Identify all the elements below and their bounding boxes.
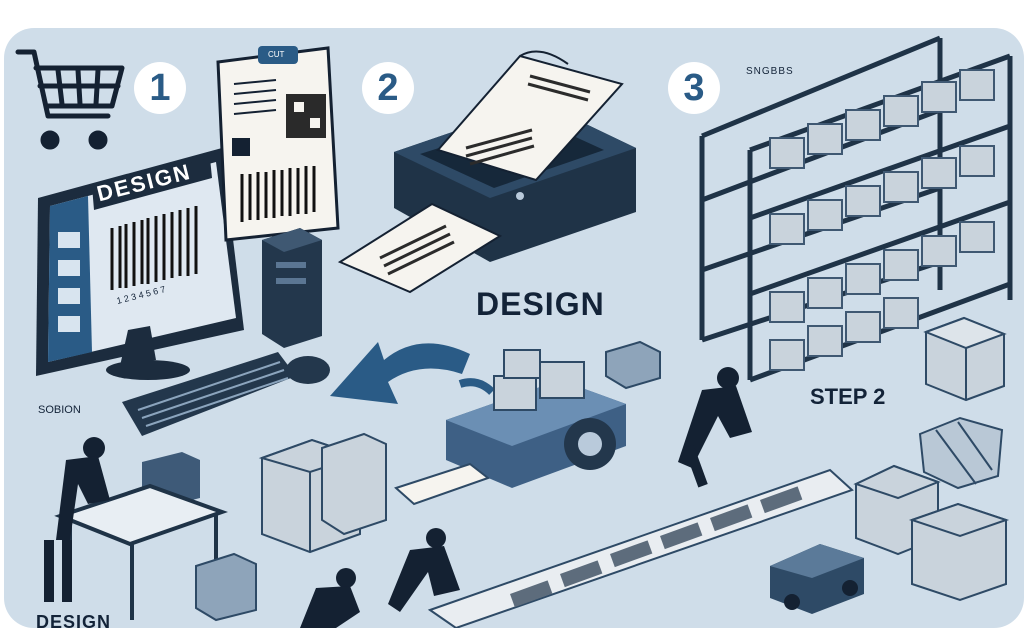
step-3-badge: 3 [668, 62, 720, 114]
step-2-number: 2 [377, 67, 399, 109]
bottom-caption: DESIGN [36, 612, 112, 632]
label-strip-icon [394, 462, 491, 506]
step-2-badge: 2 [362, 62, 414, 114]
small-box-icon [605, 340, 661, 390]
printer-icon [337, 50, 636, 294]
worker-taping-icon [678, 367, 752, 488]
box-icon [923, 316, 1007, 402]
screen-barcode [110, 206, 198, 290]
pallet-boxes-icon [853, 464, 1010, 602]
shopping-cart-icon [15, 49, 125, 150]
step-1-number: 1 [149, 67, 171, 109]
pc-tower-icon [262, 228, 322, 348]
clipboard-tag-text: CUT [268, 50, 285, 59]
warehouse-shelf-icon [699, 35, 1013, 383]
arrow-icon [330, 342, 470, 404]
conveyor-belt-icon [427, 468, 854, 630]
arrow-tail [458, 378, 495, 395]
top-right-text: SNGBBS [746, 66, 794, 77]
robot-cart-icon [770, 544, 864, 614]
bin-icon [195, 552, 257, 622]
keyboard-icon [122, 352, 296, 436]
box-stack-icon [258, 432, 387, 554]
clipboard-label-icon [216, 46, 340, 242]
worker-lifting-icon [388, 528, 460, 612]
step-3-number: 3 [683, 67, 705, 109]
monitor-icon [36, 148, 244, 380]
worker-crouching-icon [300, 568, 360, 628]
worker-at-desk-icon [44, 437, 110, 602]
net-bag-icon [918, 416, 1004, 490]
step-1-badge: 1 [134, 62, 186, 114]
mouse-icon [286, 356, 330, 384]
left-caption: SOBION [38, 404, 81, 416]
center-design-label: DESIGN [476, 286, 605, 322]
step-2-label: STEP 2 [810, 384, 886, 409]
forklift-icon [446, 349, 626, 488]
